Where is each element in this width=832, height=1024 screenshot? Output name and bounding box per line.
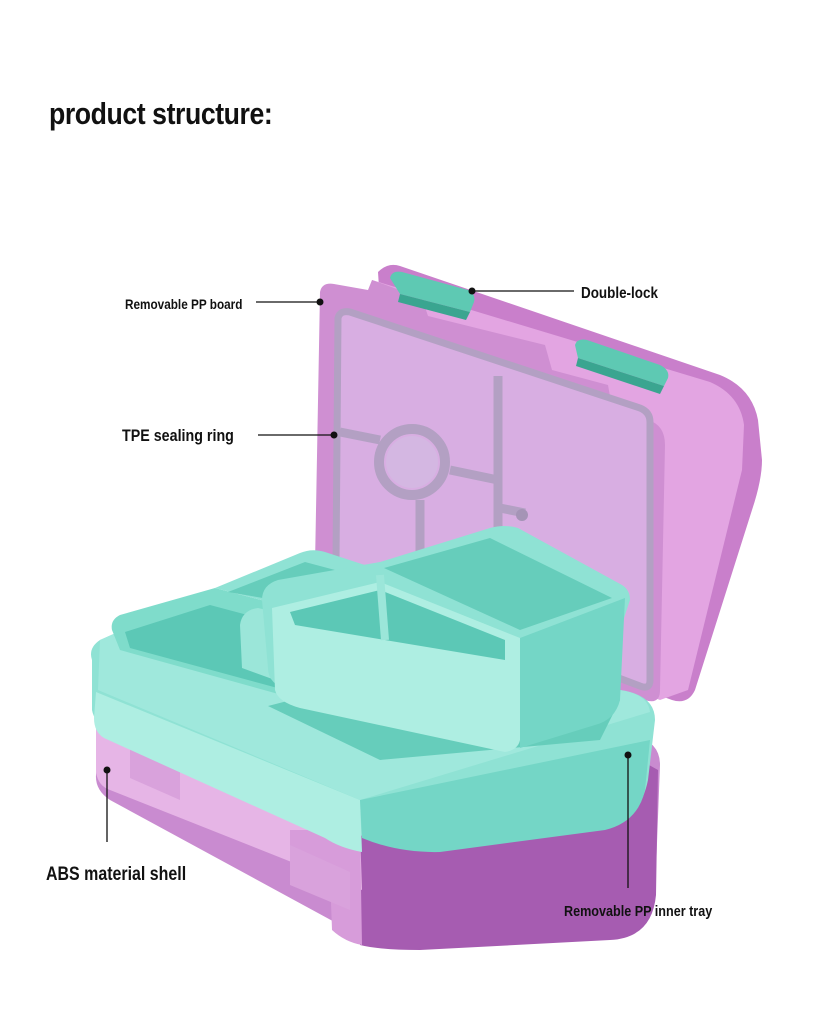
callout-double-lock: Double-lock xyxy=(581,285,658,302)
page-title: product structure: xyxy=(49,96,273,131)
callout-pp-inner-tray: Removable PP inner tray xyxy=(564,903,713,920)
callout-dots xyxy=(103,287,632,774)
divider-box xyxy=(262,526,630,752)
callout-pp-board: Removable PP board xyxy=(125,296,243,312)
double-lock xyxy=(390,271,669,394)
callout-abs-shell: ABS material shell xyxy=(46,864,187,885)
callout-tpe-ring: TPE sealing ring xyxy=(122,426,234,445)
callout-lines xyxy=(106,290,629,888)
